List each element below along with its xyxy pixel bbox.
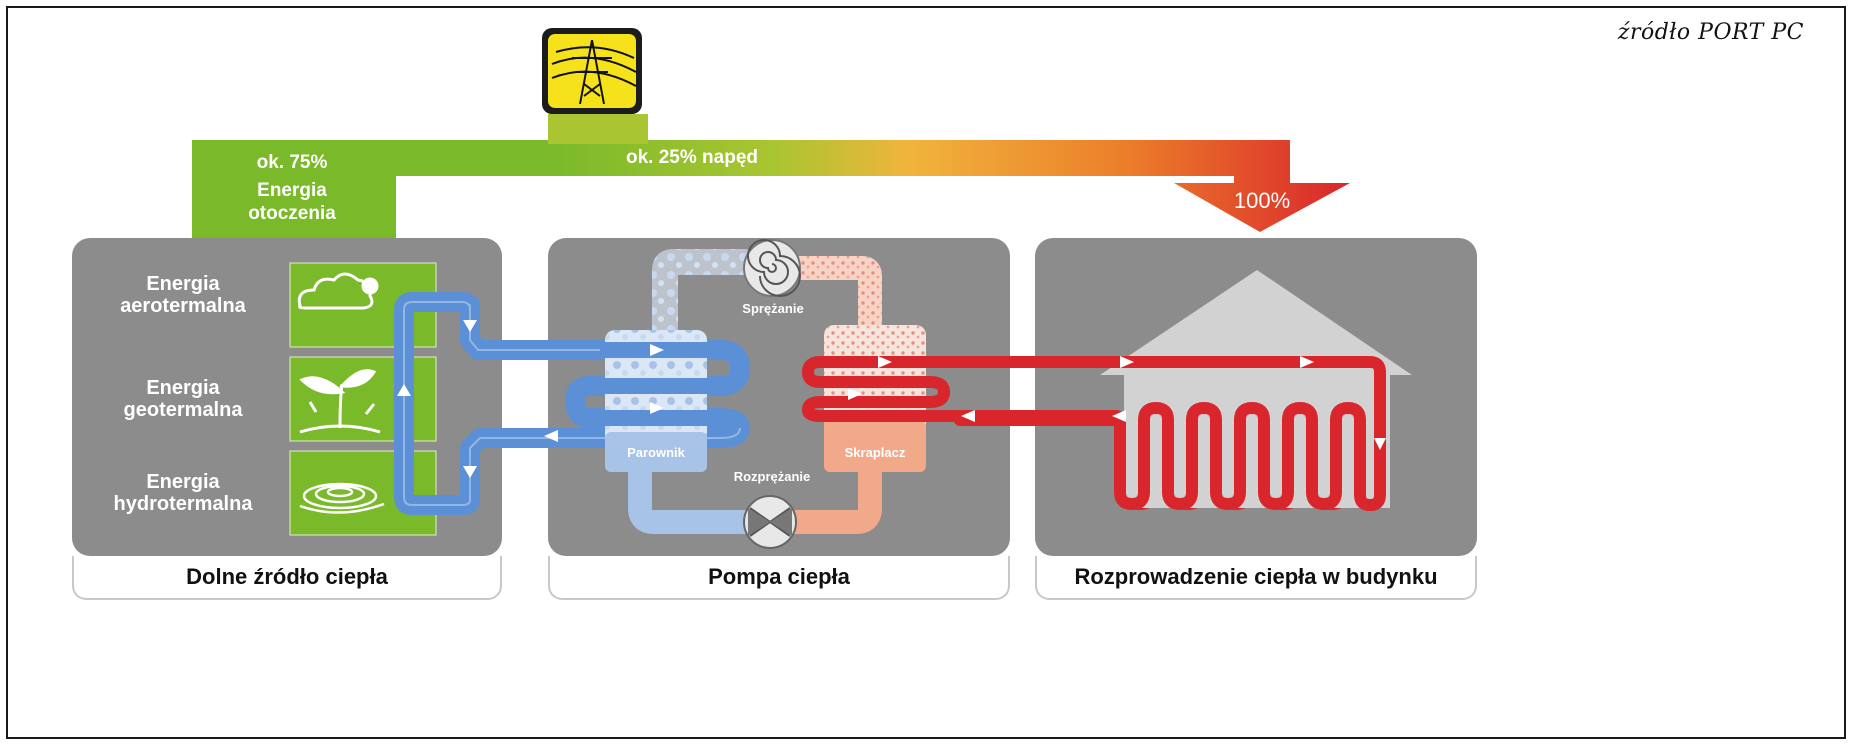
geothermal-line1: Energia bbox=[146, 377, 220, 399]
flow-arrows bbox=[397, 320, 1386, 478]
expansion-label: Rozprężanie bbox=[733, 469, 811, 484]
ambient-label-line1: Energia bbox=[257, 180, 327, 201]
drive-band-left bbox=[548, 114, 648, 144]
compression-label: Sprężanie bbox=[742, 301, 804, 316]
cloud-sun-icon bbox=[297, 272, 379, 310]
aerothermal-line2: aerotermalna bbox=[120, 295, 246, 317]
sprout-icon bbox=[299, 369, 381, 434]
aerothermal-line1: Energia bbox=[146, 273, 220, 295]
heat-pump-title: Pompa ciepła bbox=[708, 564, 850, 589]
total-label: 100% bbox=[1233, 188, 1291, 213]
heat-pump-footer: Pompa ciepła bbox=[548, 556, 1010, 600]
ambient-label-line2: otoczenia bbox=[248, 203, 336, 224]
red-heating-coil bbox=[924, 356, 1386, 511]
hydrothermal-line1: Energia bbox=[146, 471, 220, 493]
geothermal-line2: geotermalna bbox=[123, 399, 243, 421]
drive-label: ok. 25% napęd bbox=[626, 147, 758, 168]
ambient-energy-band bbox=[192, 140, 650, 238]
source-note: źródło PORT PC bbox=[1617, 20, 1804, 45]
water-ripple-icon bbox=[299, 482, 385, 514]
refrigerant-circuit bbox=[628, 249, 882, 534]
lower-source-footer: Dolne źródło ciepła bbox=[72, 556, 502, 600]
evaporator-label: Parownik bbox=[627, 445, 685, 460]
condenser-coil bbox=[802, 356, 950, 422]
expansion-valve-icon bbox=[743, 495, 797, 549]
evaporator bbox=[605, 330, 707, 472]
compressor-icon bbox=[743, 239, 801, 297]
power-pylon-icon bbox=[542, 28, 642, 114]
hydrothermal-line2: hydrotermalna bbox=[113, 493, 253, 515]
distribution-footer: Rozprowadzenie ciepła w budynku bbox=[1035, 556, 1477, 600]
ambient-percent-label: ok. 75% bbox=[256, 152, 328, 173]
lower-source-title: Dolne źródło ciepła bbox=[186, 564, 388, 589]
evaporator-coil bbox=[567, 342, 748, 430]
distribution-title: Rozprowadzenie ciepła w budynku bbox=[1074, 564, 1438, 589]
energy-flow-band bbox=[548, 114, 1350, 232]
condenser-label: Skraplacz bbox=[844, 445, 906, 460]
outer-frame bbox=[6, 6, 1846, 739]
